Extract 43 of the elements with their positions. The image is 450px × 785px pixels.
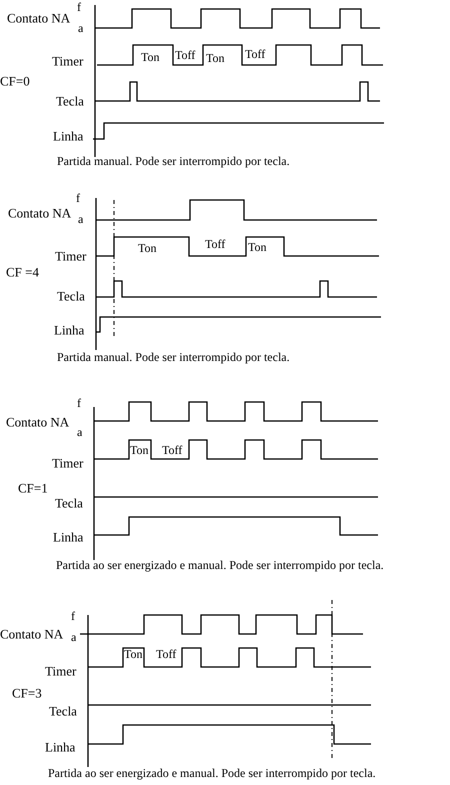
signal-name: Tecla xyxy=(56,94,84,108)
subscript-mark: a xyxy=(77,426,82,438)
interval-label: Toff xyxy=(205,238,226,250)
caption-text: Partida ao ser energizado e manual. Pode ser interrompido por tecla. xyxy=(56,559,384,571)
caption-text: Partida manual. Pode ser interrompido por tecla. xyxy=(57,155,290,167)
subscript-mark: f xyxy=(77,397,81,409)
signal-name: Contato NA xyxy=(7,12,70,24)
interval-label: Toff xyxy=(162,444,182,456)
interval-label: Ton xyxy=(124,648,142,660)
subscript-mark: a xyxy=(71,631,76,643)
signal-name: Tecla xyxy=(49,704,77,718)
signal-name: Timer xyxy=(52,456,84,470)
signal-name: Contato NA xyxy=(8,206,72,220)
mode-label: CF=3 xyxy=(12,686,42,700)
signal-name: Linha xyxy=(53,530,84,544)
signal-name: Linha xyxy=(53,130,84,142)
subscript-mark: a xyxy=(78,213,84,225)
interval-label: Ton xyxy=(138,242,156,254)
signal-name: Tecla xyxy=(55,496,83,510)
interval-label: Ton xyxy=(141,51,160,63)
signal-name: Timer xyxy=(45,664,76,678)
signal-name: Linha xyxy=(45,740,76,754)
signal-name: Tecla xyxy=(57,290,85,302)
subscript-mark: a xyxy=(78,22,84,34)
mode-label: CF=0 xyxy=(0,74,30,88)
caption-text: Partida ao ser energizado e manual. Pode ser interrompido por tecla. xyxy=(48,767,376,779)
signal-name: Contato NA xyxy=(6,416,70,428)
interval-label: Ton xyxy=(206,52,224,64)
signal-name: Linha xyxy=(54,324,84,336)
signal-name: Timer xyxy=(55,250,86,262)
signal-name: Contato NA xyxy=(0,628,64,640)
interval-label: Toff xyxy=(156,648,176,660)
interval-label: Toff xyxy=(245,48,266,60)
mode-label: CF=1 xyxy=(18,482,48,494)
caption-text: Partida manual. Pode ser interrompido por tecla. xyxy=(57,351,290,363)
signal-name: Timer xyxy=(52,54,84,68)
interval-label: Toff xyxy=(175,49,196,61)
interval-label: Ton xyxy=(248,241,266,253)
interval-label: Ton xyxy=(130,444,148,456)
subscript-mark: f xyxy=(71,610,75,622)
subscript-mark: f xyxy=(76,192,80,204)
mode-label: CF =4 xyxy=(6,266,39,278)
subscript-mark: f xyxy=(77,1,81,13)
